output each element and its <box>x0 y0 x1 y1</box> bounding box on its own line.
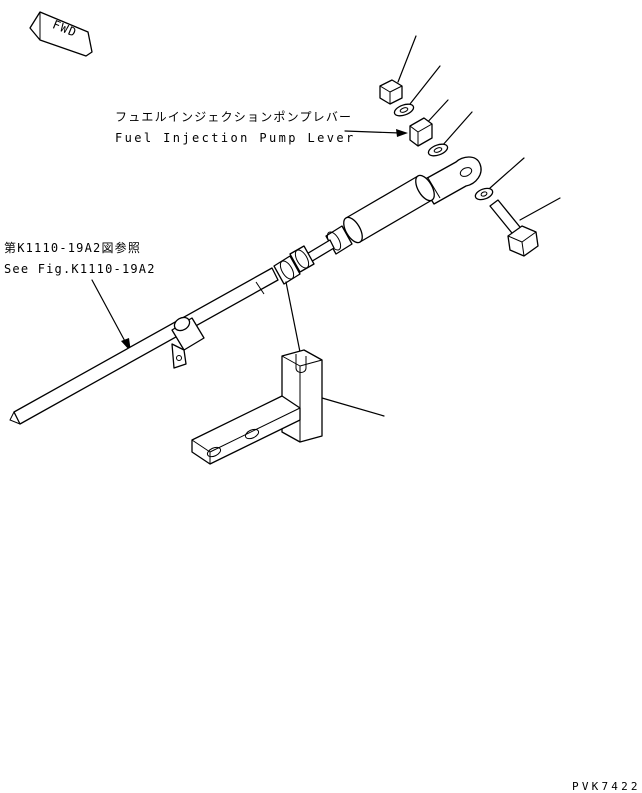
cable-nut-upper <box>289 245 315 273</box>
callout-washer3-line <box>489 157 525 189</box>
hex-bolt <box>489 199 539 257</box>
cable-bracket <box>191 349 323 465</box>
leader-lever <box>344 129 408 137</box>
control-cable <box>9 267 279 425</box>
adjuster-sleeve <box>343 174 435 244</box>
drawing-code: PVK7422 <box>572 780 641 793</box>
callout-nut-line <box>397 35 417 83</box>
callout-washer2-line <box>441 111 473 147</box>
callout-bolt-line <box>519 197 561 221</box>
cable-nut-lower <box>273 255 301 285</box>
label-lever-en: Fuel Injection Pump Lever <box>115 131 356 145</box>
label-ref-jp: 第K1110-19A2図参照 <box>4 240 141 255</box>
washer-top <box>393 103 415 117</box>
label-ref-en: See Fig.K1110-19A2 <box>4 262 156 276</box>
label-lever-jp: フュエルインジェクションポンプレバー <box>115 110 352 124</box>
washer-bottom <box>474 187 494 201</box>
fuel-pump-lever <box>409 117 433 147</box>
callout-washer-line <box>409 65 441 105</box>
leader-cable-ref <box>91 279 131 352</box>
fwd-arrow-icon: FWD <box>29 11 93 57</box>
hex-nut <box>379 79 403 105</box>
bracket-to-cable-line <box>285 281 301 353</box>
cable-clamp <box>171 316 205 369</box>
callout-bracket-line <box>321 397 385 417</box>
washer-middle <box>427 143 449 157</box>
